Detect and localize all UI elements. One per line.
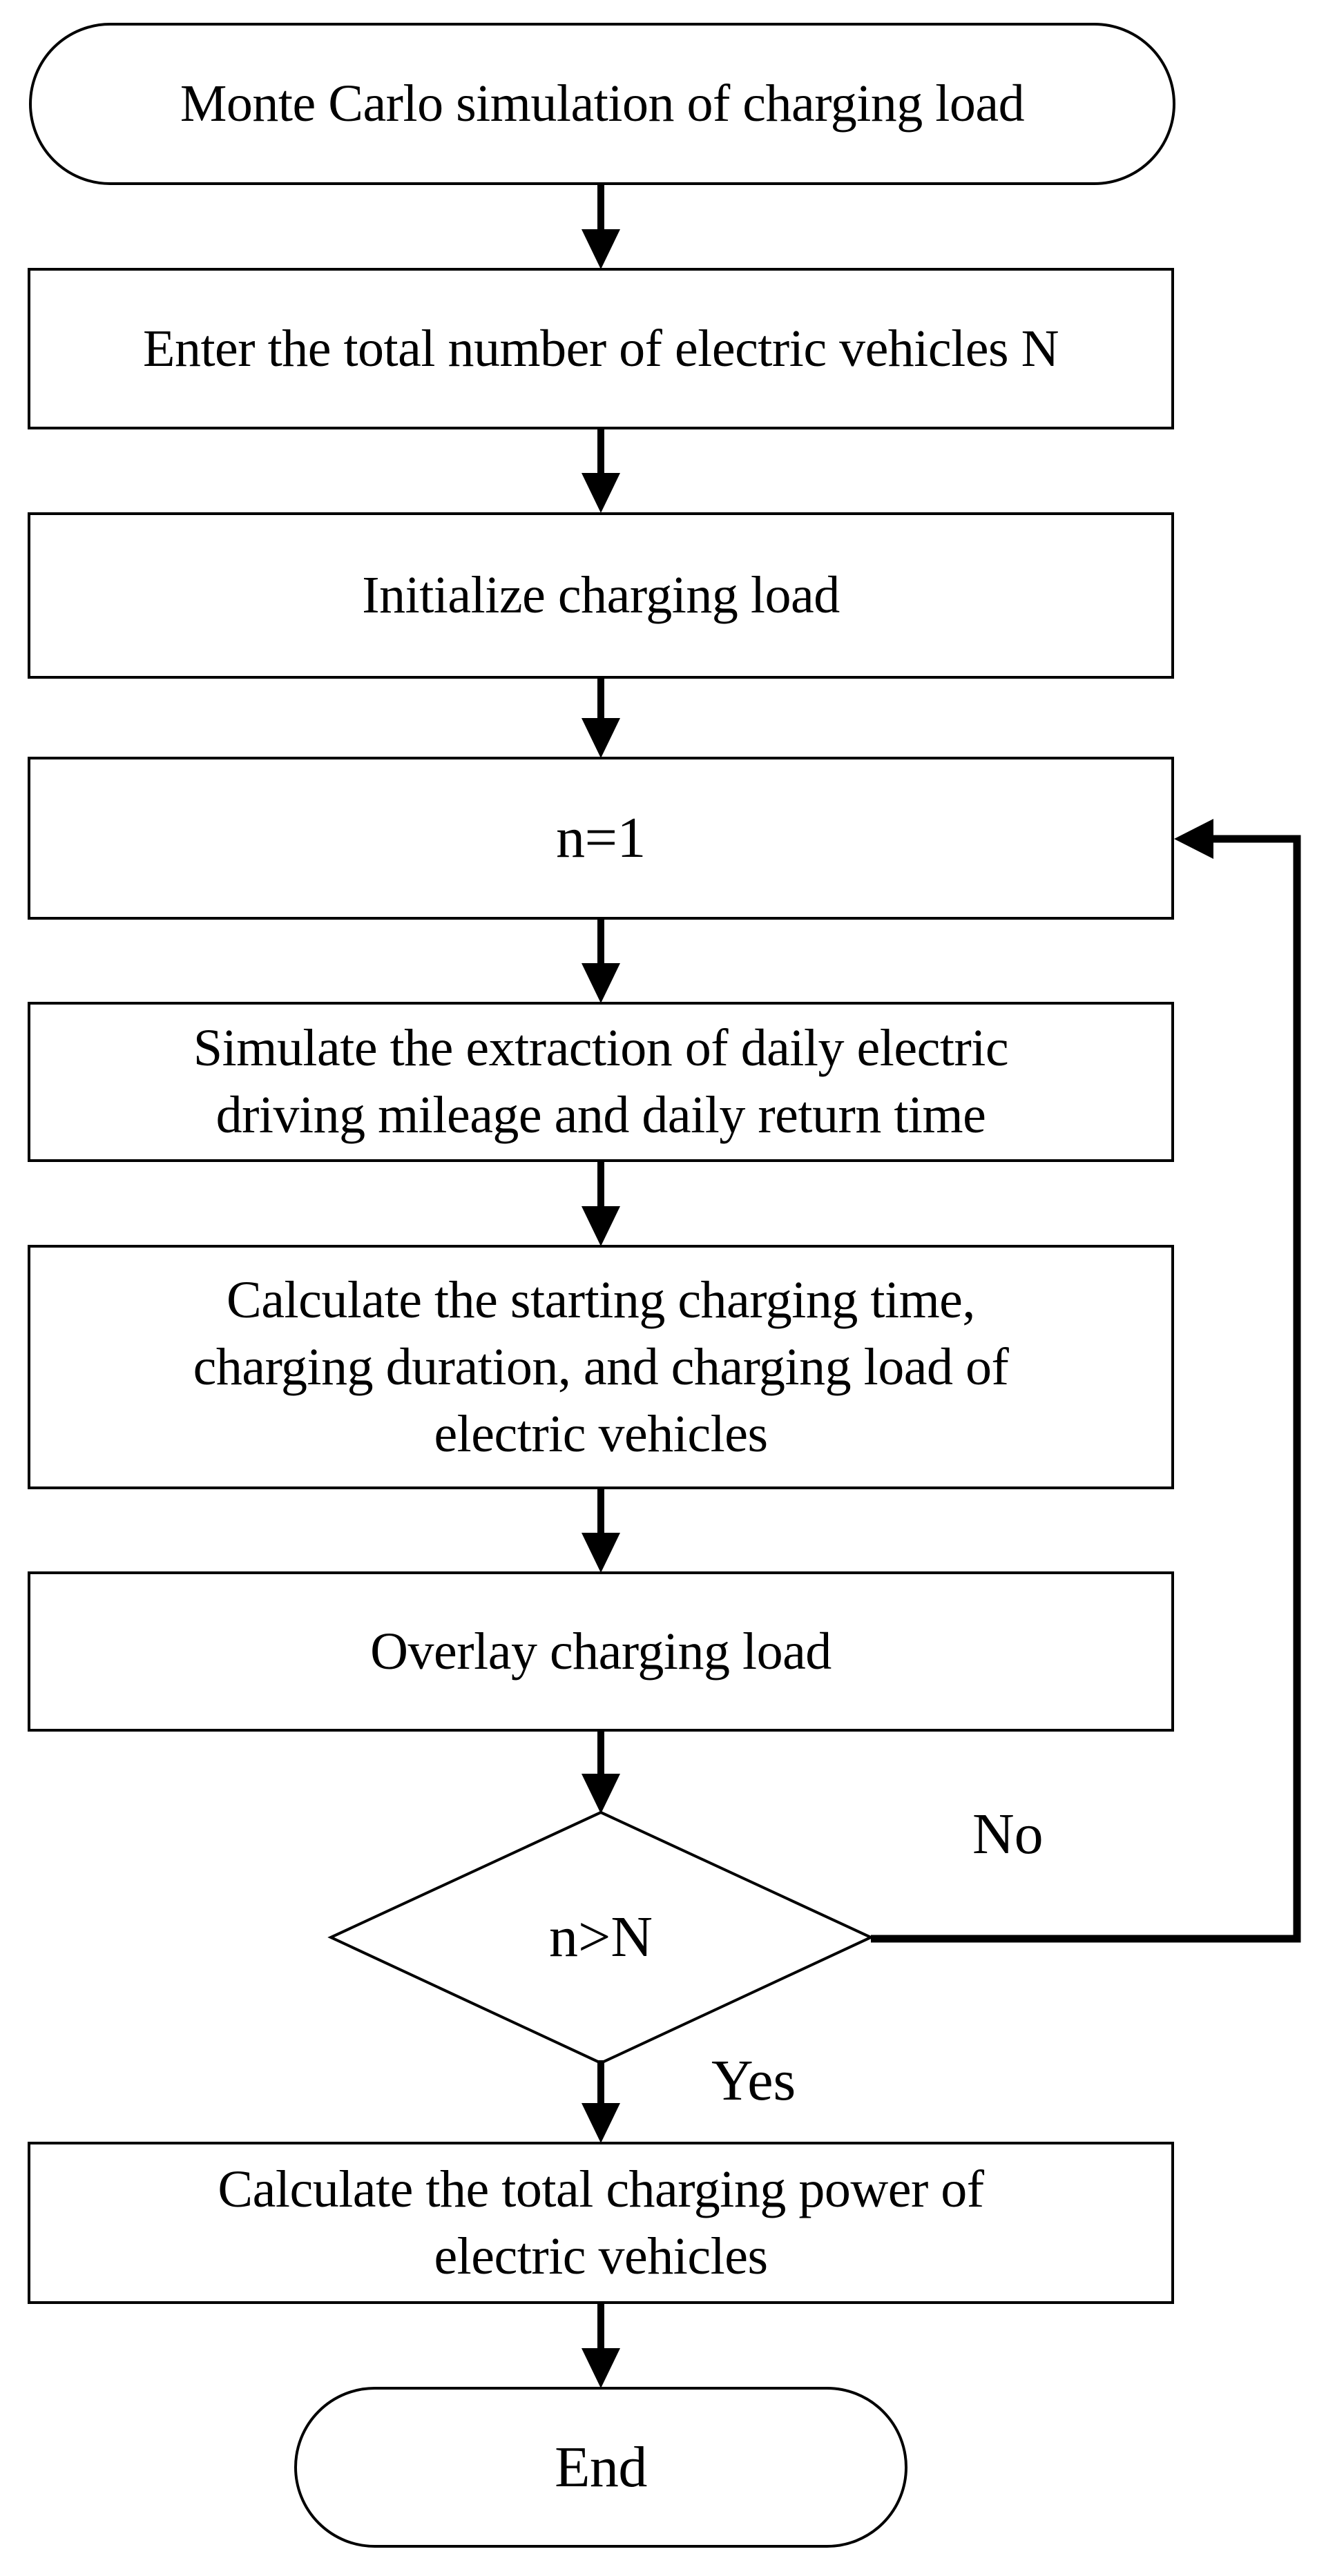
no-branch-label: No bbox=[972, 1802, 1044, 1866]
process-calculate-charging-params-label: Calculate the starting charging time, ch… bbox=[193, 1270, 1009, 1463]
process-calculate-charging-params: Calculate the starting charging time, ch… bbox=[28, 1245, 1174, 1489]
start-terminal-label: Monte Carlo simulation of charging load bbox=[180, 75, 1025, 133]
arrow-simulate-to-calculate bbox=[582, 1161, 620, 1246]
process-overlay-charging-load: Overlay charging load bbox=[28, 1571, 1174, 1732]
arrow-enter-to-initialize bbox=[582, 428, 620, 513]
process-calculate-total-power-label: Calculate the total charging power of el… bbox=[218, 2160, 984, 2285]
arrow-decision-yes bbox=[582, 2060, 620, 2143]
arrow-initialize-to-n1 bbox=[582, 677, 620, 758]
process-initialize-charging-load-label: Initialize charging load bbox=[362, 566, 840, 624]
arrow-overlay-to-decision bbox=[582, 1730, 620, 1814]
process-n-equals-1: n=1 bbox=[28, 757, 1174, 920]
process-simulate-extraction: Simulate the extraction of daily electri… bbox=[28, 1002, 1174, 1162]
process-initialize-charging-load: Initialize charging load bbox=[28, 512, 1174, 679]
process-simulate-extraction-label: Simulate the extraction of daily electri… bbox=[193, 1019, 1009, 1144]
process-enter-total-vehicles: Enter the total number of electric vehic… bbox=[28, 268, 1174, 429]
process-overlay-charging-load-label: Overlay charging load bbox=[370, 1622, 832, 1681]
process-calculate-total-power: Calculate the total charging power of el… bbox=[28, 2142, 1174, 2304]
arrow-calculate-to-end bbox=[582, 2303, 620, 2388]
arrow-start-to-enter bbox=[582, 184, 620, 269]
process-n-equals-1-label: n=1 bbox=[556, 806, 646, 870]
start-terminal: Monte Carlo simulation of charging load bbox=[29, 23, 1175, 185]
process-enter-total-vehicles-label: Enter the total number of electric vehic… bbox=[143, 319, 1059, 378]
decision-label: n>N bbox=[548, 1905, 653, 1969]
yes-branch-label: Yes bbox=[711, 2049, 796, 2113]
end-terminal: End bbox=[294, 2387, 907, 2548]
arrow-n1-to-simulate bbox=[582, 918, 620, 1003]
arrow-calculate-to-overlay bbox=[582, 1488, 620, 1573]
end-terminal-label: End bbox=[555, 2434, 647, 2499]
